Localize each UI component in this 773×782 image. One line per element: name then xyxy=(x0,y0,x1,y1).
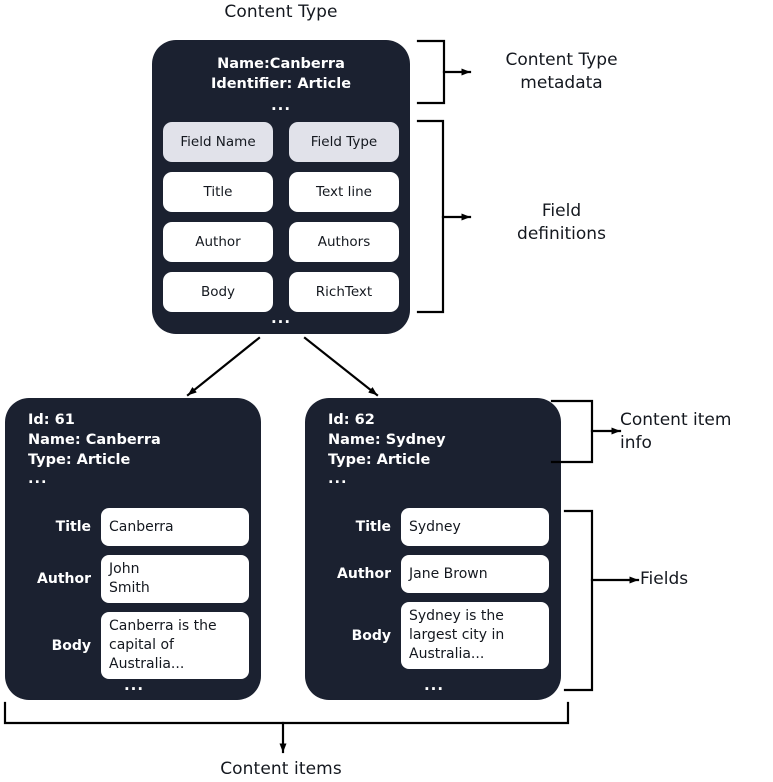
field-name-header: Field Name xyxy=(163,122,273,162)
field-definitions-table: Field Name Field Type Title Text line Au… xyxy=(163,122,399,312)
content-item-info-ellipsis: ... xyxy=(328,471,348,487)
field-row: Title Sydney xyxy=(319,508,549,546)
content-type-metadata: Name:Canberra Identifier: Article ... xyxy=(152,54,410,113)
field-row: Author Jane Brown xyxy=(319,555,549,593)
content-item-bottom-ellipsis: ... xyxy=(123,676,145,694)
content-item-id: Id: 61 xyxy=(28,412,75,428)
bracket-field-definitions xyxy=(416,119,445,314)
field-type-cell: RichText xyxy=(289,272,399,312)
field-label: Body xyxy=(51,637,91,654)
field-value: John Smith xyxy=(101,555,249,603)
content-item-type: Type: Article xyxy=(28,452,131,468)
field-row: Body Canberra is the capital of Australi… xyxy=(19,612,249,679)
field-value: Sydney is the largest city in Australia.… xyxy=(401,602,549,669)
content-type-name: Name:Canberra xyxy=(217,56,345,72)
annotation-content-item-info: Content item info xyxy=(620,410,732,453)
content-item-fields: Title Canberra Author John Smith Body Ca… xyxy=(19,508,249,688)
content-type-bottom-ellipsis: ... xyxy=(270,309,292,327)
content-item-id: Id: 62 xyxy=(328,412,375,428)
annotation-field-definitions: Field definitions xyxy=(517,201,606,244)
content-item-name: Name: Canberra xyxy=(28,432,161,448)
field-value: Canberra xyxy=(101,508,249,546)
field-type-cell: Text line xyxy=(289,172,399,212)
bracket-content-items xyxy=(3,701,570,725)
content-item-bottom-ellipsis: ... xyxy=(423,676,445,694)
content-item-info: Id: 61 Name: Canberra Type: Article ... xyxy=(28,410,161,488)
content-item-fields: Title Sydney Author Jane Brown Body Sydn… xyxy=(319,508,549,678)
field-name-cell: Title xyxy=(163,172,273,212)
content-type-metadata-ellipsis: ... xyxy=(270,96,292,114)
field-name-cell: Author xyxy=(163,222,273,262)
content-item-info: Id: 62 Name: Sydney Type: Article ... xyxy=(328,410,446,488)
content-item-card: Id: 61 Name: Canberra Type: Article ... … xyxy=(5,398,261,700)
field-name-cell: Body xyxy=(163,272,273,312)
field-value: Sydney xyxy=(401,508,549,546)
arrow-to-content-item-1 xyxy=(303,336,379,397)
field-row: Author John Smith xyxy=(19,555,249,603)
content-type-card: Name:Canberra Identifier: Article ... Fi… xyxy=(152,40,410,334)
content-item-name: Name: Sydney xyxy=(328,432,446,448)
content-type-identifier: Identifier: Article xyxy=(210,76,352,92)
arrow-to-content-item-0 xyxy=(186,336,261,397)
field-label: Title xyxy=(55,519,91,535)
bracket-content-type-metadata xyxy=(416,39,446,105)
content-item-type: Type: Article xyxy=(328,452,431,468)
field-label: Body xyxy=(351,627,391,644)
bracket-fields xyxy=(563,509,594,692)
field-value: Canberra is the capital of Australia... xyxy=(101,612,249,679)
annotation-content-type-metadata: Content Type metadata xyxy=(505,50,618,93)
content-type-title: Content Type xyxy=(224,2,338,22)
field-row: Title Canberra xyxy=(19,508,249,546)
field-row: Body Sydney is the largest city in Austr… xyxy=(319,602,549,669)
content-items-title: Content items xyxy=(220,759,342,779)
annotation-fields: Fields xyxy=(640,569,689,589)
field-label: Author xyxy=(337,566,391,582)
field-type-cell: Authors xyxy=(289,222,399,262)
content-item-info-ellipsis: ... xyxy=(28,471,48,487)
field-value: Jane Brown xyxy=(401,555,549,593)
field-type-header: Field Type xyxy=(289,122,399,162)
field-label: Author xyxy=(37,571,91,587)
content-item-card: Id: 62 Name: Sydney Type: Article ... Ti… xyxy=(305,398,561,700)
field-label: Title xyxy=(355,519,391,535)
